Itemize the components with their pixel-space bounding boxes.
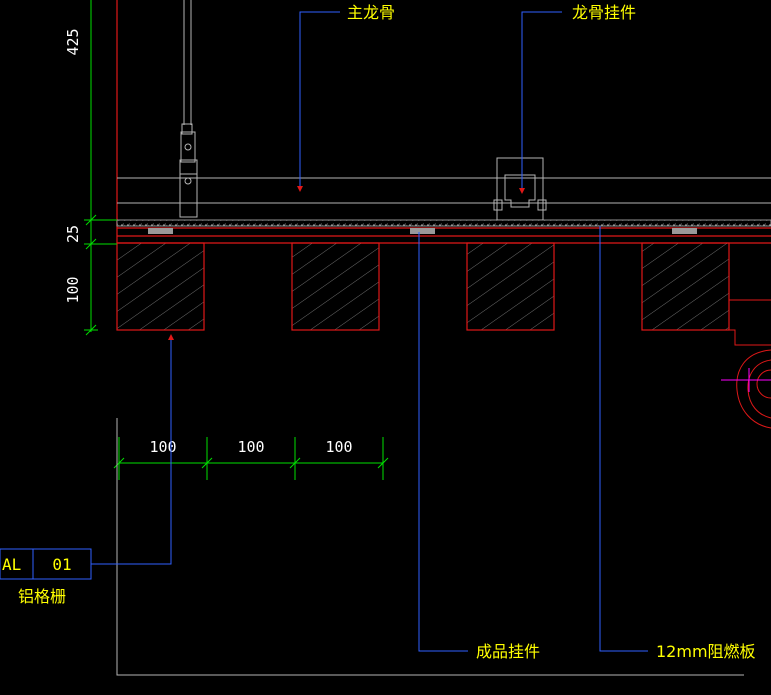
label-fireproof-board: 12mm阻燃板	[656, 642, 756, 661]
material-tag	[0, 548, 92, 580]
leader-main-keel	[297, 11, 340, 192]
horizontal-dimension	[113, 437, 389, 480]
aluminum-grille-blocks	[116, 242, 730, 331]
main-keel	[117, 177, 771, 204]
product-hangers	[148, 228, 697, 234]
dim-425: 425	[64, 28, 82, 55]
leader-aluminum-grille	[91, 334, 174, 565]
fireproof-board	[116, 219, 771, 227]
leader-keel-hanger	[519, 11, 562, 194]
dim-25: 25	[64, 225, 82, 243]
tag-prefix: AL	[2, 555, 21, 574]
tag-number: 01	[52, 555, 71, 574]
hanging-rod	[179, 0, 198, 218]
dim-100-c: 100	[325, 438, 352, 456]
dim-100-a: 100	[149, 438, 176, 456]
right-fixture	[721, 299, 771, 429]
label-main-keel: 主龙骨	[347, 3, 395, 22]
leader-fireproof-board	[599, 226, 648, 652]
dim-100-b: 100	[237, 438, 264, 456]
dim-100-vertical: 100	[64, 276, 82, 303]
leader-product-hanger	[418, 232, 468, 652]
label-aluminum-grille: 铝格栅	[18, 587, 66, 606]
frame-line	[116, 418, 744, 676]
label-product-hanger: 成品挂件	[476, 642, 540, 661]
label-keel-hanger: 龙骨挂件	[572, 3, 636, 22]
vertical-dimension	[84, 0, 117, 336]
